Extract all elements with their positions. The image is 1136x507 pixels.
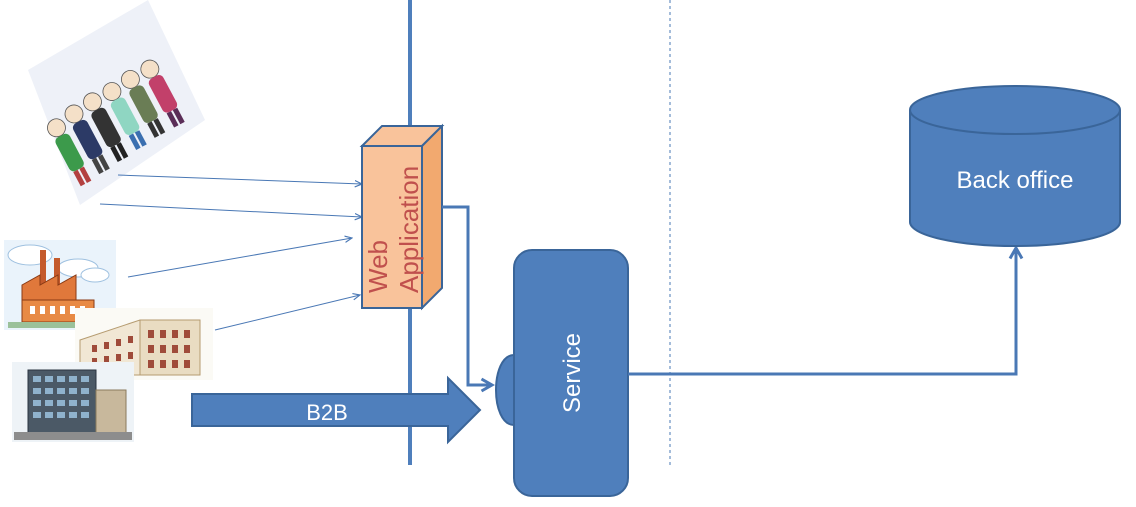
service-label: Service [559, 333, 586, 413]
back-office-database: Back office [909, 85, 1121, 247]
actor-arrow-2 [99, 203, 362, 217]
b2b-arrow: B2B [191, 375, 482, 445]
people-crowd-clipart [28, 0, 205, 205]
tower-building-clipart [12, 362, 134, 442]
actor-arrow-1 [117, 174, 362, 184]
actor-arrow-4 [214, 295, 360, 331]
service-box: Service [513, 249, 629, 497]
web-application-label-line2: Application [394, 166, 424, 293]
back-office-label: Back office [957, 167, 1074, 194]
web-application-box: Web Application [359, 123, 445, 311]
service-interface-port [495, 353, 515, 427]
actor-arrow-3 [127, 238, 352, 278]
web-application-label-line1: Web [363, 240, 393, 293]
service-to-backoffice-connector [628, 244, 1024, 376]
b2b-label: B2B [306, 400, 348, 425]
webapp-to-service-connector [442, 205, 496, 393]
